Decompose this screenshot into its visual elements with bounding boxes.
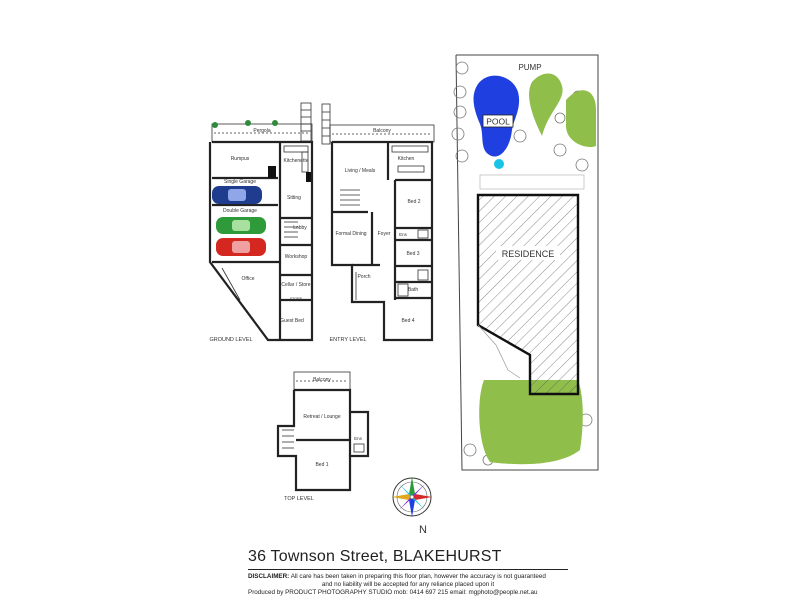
workshop-label: Workshop: [285, 254, 308, 260]
pool-label: POOL: [486, 117, 510, 127]
disclaimer-line-1: All care has been taken in preparing thi…: [290, 573, 546, 580]
disclaimer-line-2: and no liability will be accepted for an…: [321, 581, 495, 588]
site-plan: POOL PUMP RESIDENCE: [451, 54, 599, 471]
porch-label: Porch: [357, 274, 370, 280]
production-credit: Produced by PRODUCT PHOTOGRAPHY STUDIO m…: [248, 589, 538, 596]
balcony-label: Balcony: [373, 128, 391, 134]
pergola-label: Pergola: [253, 128, 270, 134]
car-green: [216, 217, 266, 234]
double-garage-label: Double Garage: [223, 208, 257, 214]
ground-level-plan: Pergola Rumpus Kitchenette Single Garage…: [208, 102, 314, 343]
lobby-label: Lobby: [293, 225, 307, 231]
office-label: Office: [242, 276, 255, 282]
kitchen-label: Kitchen: [398, 156, 415, 162]
living-meals-label: Living / Meals: [345, 168, 376, 174]
residence-footprint: [476, 193, 580, 396]
sitting-label: Sitting: [287, 195, 301, 201]
bed-3-label: Bed 3: [406, 251, 419, 257]
cellar-label: Cellar / Store: [281, 282, 310, 288]
retreat-lounge-label: Retreat / Lounge: [303, 414, 340, 420]
bed-1-label: Bed 1: [315, 462, 328, 468]
kitchenette-label: Kitchenette: [283, 158, 308, 164]
compass-rose: [392, 477, 432, 517]
bath-label: Bath: [408, 287, 419, 293]
car-red: [216, 238, 266, 256]
pump-label: PUMP: [518, 63, 541, 72]
north-label: N: [419, 524, 427, 536]
top-balcony-label: Balcony: [313, 377, 331, 383]
disclaimer-label: DISCLAIMER:: [248, 573, 290, 580]
plan-footer: 36 Townson Street, BLAKEHURST DISCLAIMER…: [248, 548, 568, 597]
car-blue: [212, 186, 262, 204]
top-level-title: TOP LEVEL: [284, 496, 314, 502]
ens-label: Ens: [399, 232, 408, 237]
foyer-label: Foyer: [378, 231, 391, 237]
lawn-right: [566, 90, 596, 148]
guest-bed-label: Guest Bed: [280, 318, 304, 324]
rumpus-label: Rumpus: [231, 156, 250, 162]
residence-label: RESIDENCE: [502, 249, 555, 259]
bed-2-label: Bed 2: [407, 199, 420, 205]
top-level-plan: Balcony Retreat / Lounge Ens Bed 1 TOP L…: [276, 371, 370, 502]
single-garage-label: Single Garage: [224, 179, 256, 185]
entry-level-plan: Balcony Living / Meals Kitchen Bed 2 For…: [321, 103, 435, 343]
lawn-top: [529, 73, 563, 136]
lawn-bottom: [479, 380, 583, 465]
entry-level-title: ENTRY LEVEL: [329, 337, 366, 343]
formal-dining-label: Formal Dining: [335, 231, 366, 237]
store-label: STORE: [290, 297, 303, 301]
bed-4-label: Bed 4: [401, 318, 414, 324]
ground-level-title: GROUND LEVEL: [209, 337, 252, 343]
site-boundary: [455, 54, 599, 471]
disclaimer-block: DISCLAIMER: All care has been taken in p…: [248, 573, 568, 597]
pump-icon: [494, 159, 504, 169]
property-address: 36 Townson Street, BLAKEHURST: [248, 548, 568, 570]
top-ens-label: Ens: [354, 436, 363, 441]
